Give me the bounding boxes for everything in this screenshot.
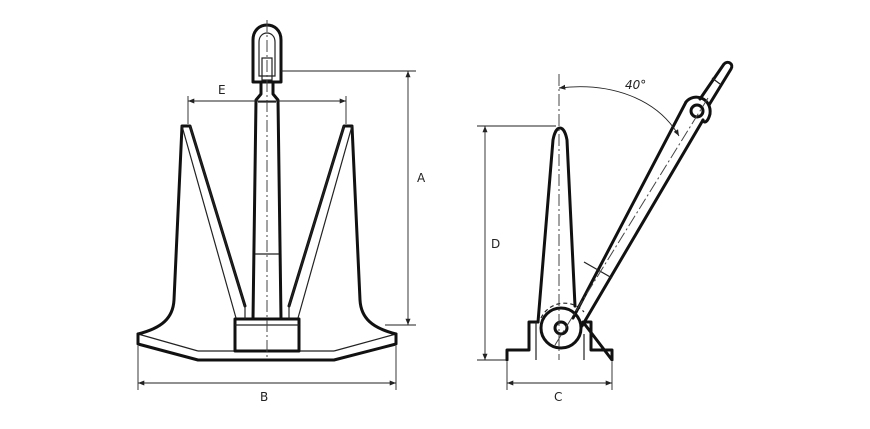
- side-pivot-pin: [553, 320, 569, 336]
- side-base: [505, 320, 614, 362]
- side-shank: [571, 100, 705, 328]
- right-fluke: [287, 124, 398, 336]
- label-d: D: [491, 237, 500, 251]
- front-view: [136, 20, 398, 362]
- dimension-e: E: [187, 83, 347, 124]
- label-angle: 40°: [625, 78, 646, 92]
- front-shank: [251, 80, 283, 321]
- angle-arc: [558, 84, 680, 137]
- dimension-a: A: [281, 70, 426, 326]
- dimension-c: C: [506, 362, 613, 404]
- label-c: C: [554, 390, 562, 404]
- label-e: E: [218, 83, 226, 97]
- side-shackle: [698, 60, 734, 107]
- front-base-plate: [136, 332, 398, 362]
- side-shank-eye: [684, 95, 712, 124]
- dimension-d: D: [477, 125, 556, 361]
- side-view: 40°: [505, 60, 734, 362]
- side-pivot-boss: [539, 306, 583, 350]
- side-fluke: [536, 126, 577, 324]
- label-a: A: [417, 171, 426, 185]
- dimension-b: B: [137, 346, 397, 404]
- label-b: B: [260, 390, 268, 404]
- left-fluke: [136, 124, 247, 336]
- front-shackle: [251, 23, 283, 84]
- side-shank-centerline: [554, 97, 709, 346]
